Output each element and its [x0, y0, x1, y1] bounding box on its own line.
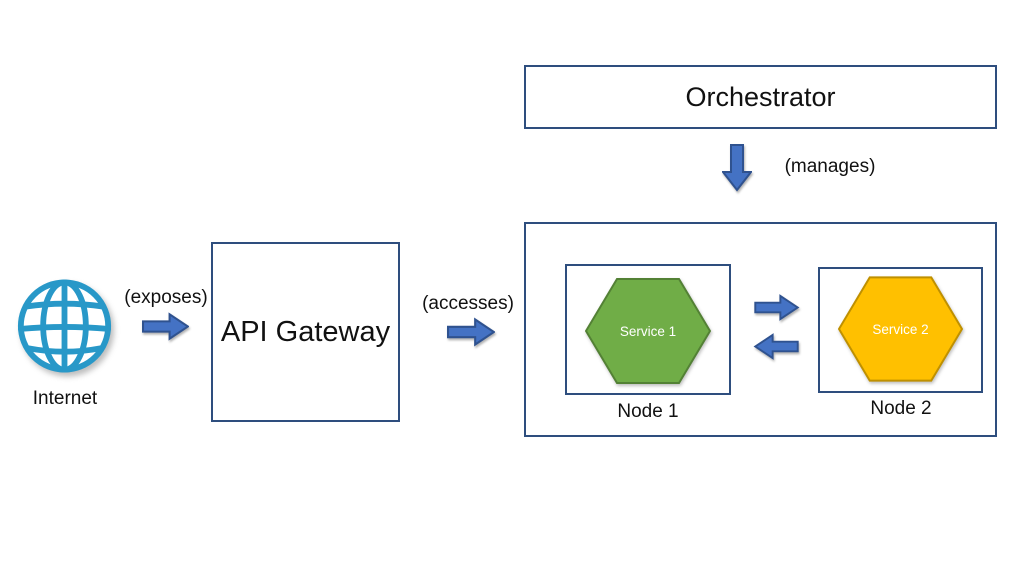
- manages-edge-label: (manages): [784, 156, 876, 177]
- orchestrator-box: Orchestrator: [524, 65, 997, 129]
- node2-label: Node 2: [870, 398, 932, 419]
- api-gateway-box: API Gateway: [211, 242, 400, 422]
- cluster-box: [524, 222, 997, 437]
- exposes-edge-label: (exposes): [124, 287, 208, 308]
- service1-hexagon: Service 1: [585, 277, 711, 385]
- node1-box: [565, 264, 731, 395]
- service1-label: Service 1: [619, 323, 677, 339]
- accesses-edge-label: (accesses): [422, 293, 514, 314]
- service2-label: Service 2: [872, 321, 929, 337]
- internet-label: Internet: [32, 388, 98, 409]
- accesses-arrow-icon: [447, 317, 495, 347]
- node1-label: Node 1: [617, 401, 679, 422]
- service2-hexagon: Service 2: [838, 275, 963, 383]
- exposes-arrow-icon: [142, 312, 189, 341]
- node1-to-node2-arrow-icon: [753, 294, 800, 321]
- api-gateway-label: API Gateway: [220, 315, 391, 348]
- orchestrator-label: Orchestrator: [685, 81, 836, 112]
- internet-globe-icon: [16, 276, 113, 376]
- node2-box: [818, 267, 983, 393]
- manages-arrow-icon: [722, 144, 752, 192]
- node2-to-node1-arrow-icon: [753, 333, 800, 360]
